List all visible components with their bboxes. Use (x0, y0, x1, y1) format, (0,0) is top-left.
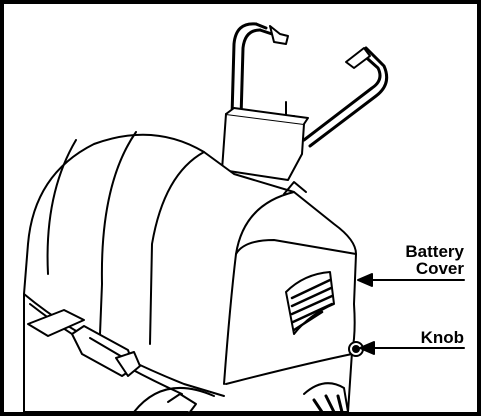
machine-illustration: Battery Cover Knob (23, 22, 465, 414)
handle-mount (203, 107, 309, 181)
knob-label: Knob (421, 328, 464, 347)
lower-mechanism (27, 309, 349, 414)
machine-body (23, 131, 357, 413)
callout-leaders (357, 273, 465, 355)
battery-cover-label-line1: Battery (405, 242, 464, 261)
arrowhead-left-icon (359, 341, 375, 355)
arrowhead-left-icon (357, 273, 373, 287)
battery-cover-label-line2: Cover (416, 259, 465, 278)
vent-grille (285, 271, 335, 335)
